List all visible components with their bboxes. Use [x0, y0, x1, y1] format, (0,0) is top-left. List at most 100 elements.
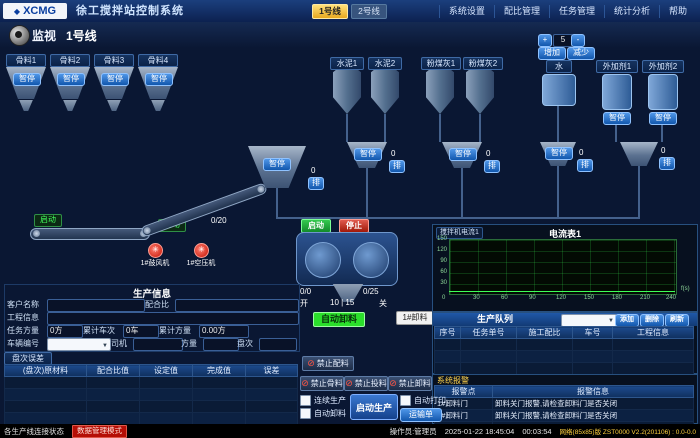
auto-print-label: 自动打印: [414, 396, 446, 405]
cement-scale-stop-button[interactable]: 智停: [354, 148, 382, 161]
mixer-left-value: 0/0: [300, 287, 312, 296]
water-increase-button[interactable]: 增加: [538, 47, 566, 60]
project-field[interactable]: [47, 312, 299, 325]
forbid-feeding-button[interactable]: 禁止投料: [344, 376, 388, 391]
menu-system-settings[interactable]: 系统设置: [438, 4, 494, 18]
cement1-silo: [333, 70, 361, 114]
mixer-start-button[interactable]: 启动: [301, 219, 331, 233]
aggregate-scale-discharge-button[interactable]: 排: [308, 177, 324, 190]
forbid-batching-button[interactable]: 禁止配料: [302, 356, 354, 371]
bin3-stop-button[interactable]: 智停: [101, 73, 129, 86]
auto-discharge-checkbox[interactable]: 自动卸料: [300, 408, 346, 419]
water-setpoint-field[interactable]: 5: [553, 34, 573, 47]
alarm-row[interactable]: 2#卸料门 卸料关门报警,请检查卸料门是否关闭: [434, 409, 694, 422]
batch-error-tab[interactable]: 盘次误差: [4, 352, 52, 365]
compressor-fan-icon[interactable]: [194, 243, 209, 258]
queue-row[interactable]: [434, 338, 694, 351]
materials-col-done: 完成值: [192, 364, 246, 377]
x-tick: 180: [612, 295, 623, 301]
tab-line-1[interactable]: 1号线: [312, 4, 348, 19]
admixture-scale-discharge-button[interactable]: 排: [659, 157, 675, 170]
alarm-point: 2#卸料门: [434, 409, 493, 422]
chart-trace-line: [449, 291, 675, 292]
transport-doc-button[interactable]: 运输单: [400, 408, 442, 422]
water-plus-button[interactable]: +: [538, 34, 552, 47]
queue-row[interactable]: [434, 350, 694, 363]
bin-label: 骨料4: [138, 54, 178, 67]
aggregate-feed-pipe: [276, 188, 278, 217]
trips-field[interactable]: 0车: [123, 325, 159, 338]
admixture-scale-pipe: [638, 166, 640, 217]
aggregate-scale-stop-button[interactable]: 智停: [263, 158, 291, 171]
flyash-scale-discharge-button[interactable]: 排: [484, 160, 500, 173]
compressor-label: 1#空压机: [186, 260, 216, 267]
ratio-field[interactable]: [175, 299, 299, 312]
y-tick: 90: [440, 258, 447, 264]
cement-scale-value: 0: [391, 149, 396, 158]
auto-discharge-button[interactable]: 自动卸料: [313, 312, 365, 327]
volume-field[interactable]: [203, 338, 239, 351]
flyash-scale-pipe: [461, 168, 463, 217]
admixture1-pipe: [615, 124, 617, 142]
flyash1-pipe: [439, 114, 441, 142]
menu-task-management[interactable]: 任务管理: [548, 4, 604, 18]
y-tick: 120: [436, 247, 447, 253]
start-production-button[interactable]: 启动生产: [350, 394, 398, 420]
queue-row[interactable]: [434, 362, 694, 375]
cement2-label: 水泥2: [368, 57, 402, 70]
bin4-stop-button[interactable]: 智停: [145, 73, 173, 86]
xcmg-logo: XCMG: [3, 3, 67, 19]
incline-belt: [140, 182, 268, 238]
trips-label: 累计车次: [83, 326, 115, 335]
menu-help[interactable]: 帮助: [658, 4, 696, 18]
flyash-scale-stop-button[interactable]: 智停: [449, 148, 477, 161]
forbid-aggregate-button[interactable]: 禁止骨料: [300, 376, 344, 391]
alarm-row[interactable]: 1#卸料门 卸料关门报警,请检查卸料门是否关闭: [434, 397, 694, 410]
tab-line-2[interactable]: 2号线: [351, 4, 387, 19]
forbid-aggregate-label: 禁止骨料: [310, 379, 343, 388]
x-tick: 30: [473, 295, 480, 301]
blower-fan-icon[interactable]: [148, 243, 163, 258]
water-scale-discharge-button[interactable]: 排: [577, 159, 593, 172]
water-decrease-button[interactable]: 减少: [567, 47, 595, 60]
forbid-discharge-button[interactable]: 禁止卸料: [388, 376, 432, 391]
data-mode-button[interactable]: 数据管理模式: [72, 424, 127, 438]
flat-belt-start-button[interactable]: 启动: [34, 214, 62, 227]
menu-ratio-management[interactable]: 配比管理: [493, 4, 549, 18]
admixture2-stop-button[interactable]: 智停: [649, 112, 677, 125]
water-scale-stop-button[interactable]: 智停: [545, 147, 573, 160]
mixer-paddle-icon: [305, 242, 341, 278]
aggregate-bin-4: 骨料4 智停: [138, 54, 178, 114]
auto-print-checkbox[interactable]: 自动打印: [400, 395, 446, 406]
water-label: 水: [546, 60, 572, 73]
queue-col-task: 任务单号: [460, 326, 517, 339]
alarm-tag: 系统报警: [437, 376, 469, 385]
x-tick: 120: [556, 295, 567, 301]
mode-label: 监视: [32, 29, 57, 43]
task-volume-field[interactable]: 0方: [47, 325, 83, 338]
y-tick: 150: [436, 236, 447, 242]
vehicle-select[interactable]: [47, 338, 111, 351]
admixture1-stop-button[interactable]: 智停: [603, 112, 631, 125]
water-minus-button[interactable]: -: [571, 34, 585, 47]
bin1-stop-button[interactable]: 智停: [13, 73, 41, 86]
production-info-panel: 生产信息 客户名称 配合比 工程信息 任务方量 0方 累计车次 0车 累计方量 …: [4, 284, 300, 352]
elapsed-time-label: 00:03:54: [522, 426, 552, 436]
materials-row: [4, 388, 298, 401]
forbid-batching-label: 禁止配料: [316, 359, 349, 368]
total-volume-field[interactable]: 0.00方: [199, 325, 249, 338]
customer-field[interactable]: [47, 299, 145, 312]
mixer-door-position: 10 | 15: [330, 298, 355, 307]
bin2-stop-button[interactable]: 智停: [57, 73, 85, 86]
y-tick: 30: [440, 280, 447, 286]
alarm-message: 卸料关门报警,请检查卸料门是否关闭: [492, 397, 694, 410]
batch-field[interactable]: [259, 338, 297, 351]
forbid-icon: [301, 378, 309, 389]
cement-scale-discharge-button[interactable]: 排: [389, 160, 405, 173]
driver-field[interactable]: [133, 338, 183, 351]
total-volume-label: 累计方量: [159, 326, 191, 335]
mixer-stop-button[interactable]: 停止: [339, 219, 369, 233]
admixture2-tank: [648, 74, 678, 110]
continuous-production-checkbox[interactable]: 连续生产: [300, 395, 346, 406]
menu-statistics[interactable]: 统计分析: [603, 4, 659, 18]
